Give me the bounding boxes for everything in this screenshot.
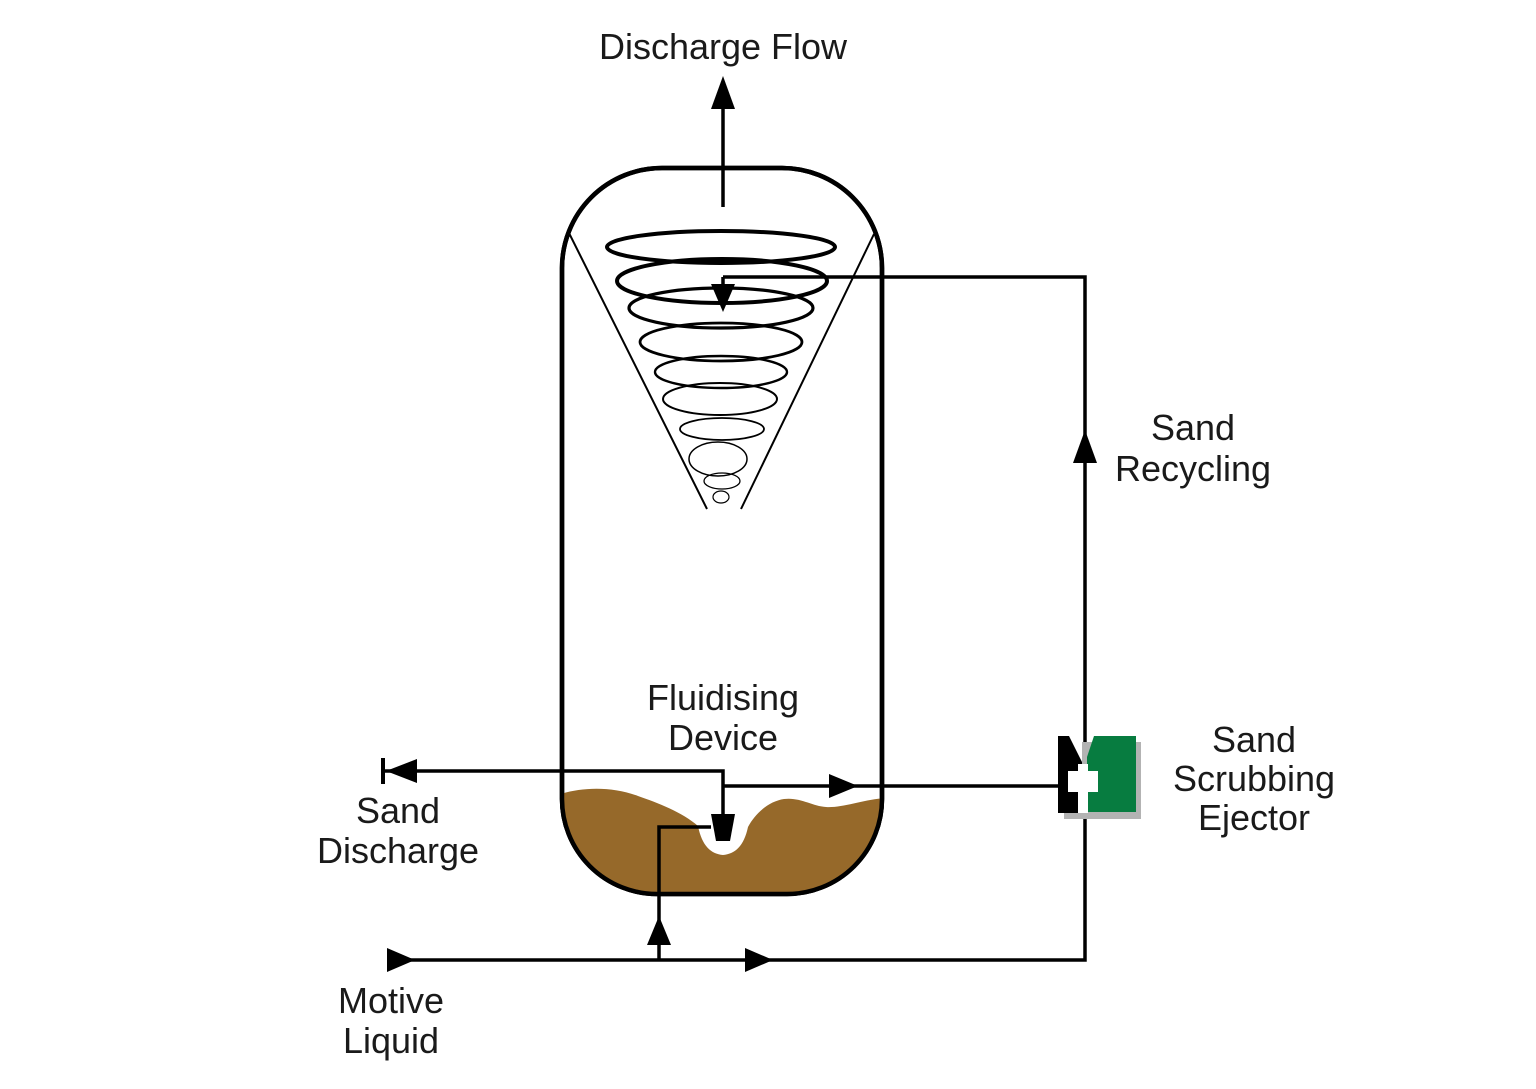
vortex-inlet-arrow-icon [711, 284, 735, 312]
sand-scrubbing-ejector-label-line1: Sand [1212, 719, 1296, 760]
fluidising-feed-arrow-icon [647, 916, 671, 945]
sand-recycling-label-line1: Sand [1151, 407, 1235, 448]
ejector-mixing-chamber [1068, 764, 1098, 813]
sand-discharge-label-line1: Sand [356, 790, 440, 831]
sand-recycling-pipe [388, 275, 1087, 962]
fluidising-device-label-line1: Fluidising [647, 677, 799, 718]
ejector-nozzle-notch [1069, 736, 1082, 762]
motive-liquid-label-line1: Motive [338, 980, 444, 1021]
discharge-flow-label: Discharge Flow [599, 26, 848, 67]
fluidising-device-icon [711, 814, 735, 841]
motive-liquid-mid-arrow-icon [745, 948, 773, 972]
discharge-flow-arrow-icon [711, 76, 735, 109]
ejector-diffuser-green [1087, 736, 1136, 812]
ejector-suction-arrow-icon [829, 774, 858, 798]
vortex-spiral-icon [605, 229, 837, 504]
piping [381, 108, 1087, 962]
sand-discharge-arrow-icon [386, 759, 417, 783]
motive-liquid-label-line2: Liquid [343, 1020, 439, 1061]
sand-recycling-label-line2: Recycling [1115, 448, 1271, 489]
sand-bed [562, 788, 882, 894]
sand-scrubbing-ejector-icon [1058, 736, 1141, 819]
motive-liquid-arrow-icon [387, 948, 415, 972]
sand-recycling-arrow-icon [1073, 430, 1097, 463]
flow-arrowheads [386, 76, 1097, 972]
fluidising-device-label-line2: Device [668, 717, 778, 758]
separator-vessel-wall [559, 165, 885, 897]
sand-discharge-label-line2: Discharge [317, 830, 479, 871]
vortex-cone [568, 232, 875, 510]
sand-scrubbing-ejector-label-line2: Scrubbing [1173, 758, 1335, 799]
sand-discharge-pipe [385, 769, 725, 814]
diagram-labels: Discharge Flow Sand Recycling Fluidising… [317, 26, 1335, 1061]
sand-scrubbing-ejector-label-line3: Ejector [1198, 797, 1310, 838]
fluidising-feed-pipe [657, 825, 711, 960]
